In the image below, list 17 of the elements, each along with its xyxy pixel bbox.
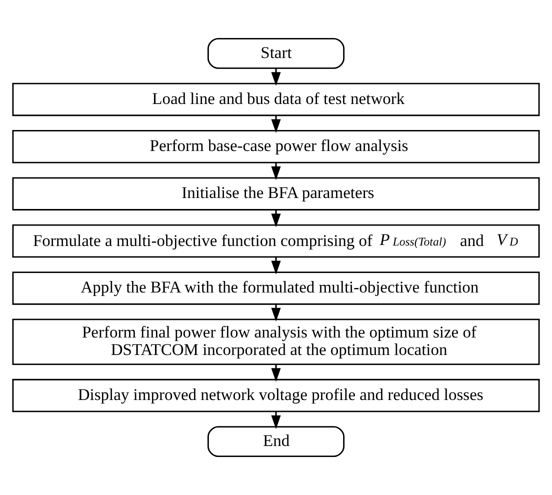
arrow bbox=[271, 68, 281, 86]
arrow bbox=[271, 304, 281, 322]
arrow bbox=[271, 364, 281, 382]
node-box: Formulate a multi-objective function comprising of PLoss(Total) and VD bbox=[12, 224, 540, 258]
node-box: Perform base-case power flow analysis bbox=[12, 130, 540, 164]
node-box: End bbox=[207, 426, 345, 457]
arrow bbox=[271, 116, 281, 133]
node-box: Start bbox=[207, 38, 345, 69]
node-box: Perform final power flow analysis with the optimum size of DSTATCOM incorporated at the optimum location bbox=[12, 318, 540, 365]
arrow bbox=[271, 412, 281, 430]
node-box: Initialise the BFA parameters bbox=[12, 177, 540, 210]
arrow bbox=[271, 210, 281, 228]
node-box: Display improved network voltage profile and reduced losses bbox=[12, 378, 540, 412]
arrow bbox=[271, 257, 281, 274]
arrow bbox=[271, 163, 281, 180]
node-box: Load line and bus data of test network bbox=[12, 82, 540, 116]
node-box: Apply the BFA with the formulated multi-objective function bbox=[12, 272, 540, 305]
